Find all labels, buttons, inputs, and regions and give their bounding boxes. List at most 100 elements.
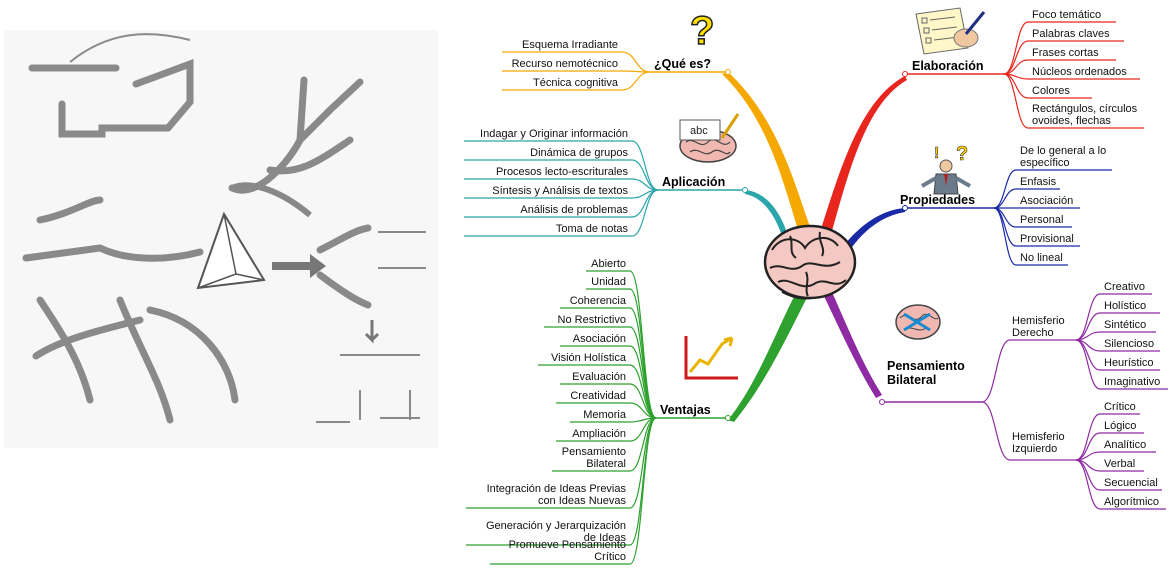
brain-arrows-icon <box>896 305 940 339</box>
que-es-item-esquema-irradiante[interactable]: Esquema Irradiante <box>502 39 622 52</box>
hemisferio-item-heuristico[interactable]: Heurístico <box>1100 357 1160 370</box>
hemisferio-item-logico[interactable]: Lógico <box>1100 420 1144 433</box>
propiedades-item-asociacion[interactable]: Asociación <box>1016 195 1080 208</box>
brain-writing-icon: abc <box>680 114 738 162</box>
svg-text:Abierto: Abierto <box>591 258 626 270</box>
ventajas-item-creatividad[interactable]: Creatividad <box>556 390 630 403</box>
svg-text:Algorítmico: Algorítmico <box>1104 496 1159 508</box>
branch-title-ventajas: Ventajas <box>660 403 711 417</box>
elaboracion-item-palabras-claves[interactable]: Palabras claves <box>1028 28 1124 41</box>
svg-text:Técnica cognitiva: Técnica cognitiva <box>533 77 619 89</box>
svg-text:Recurso nemotécnico: Recurso nemotécnico <box>512 58 618 70</box>
aplicacion-item-analisis-de-problemas[interactable]: Análisis de problemas <box>464 204 632 217</box>
aplicacion-item-toma-de-notas[interactable]: Toma de notas <box>464 223 632 236</box>
svg-text:Verbal: Verbal <box>1104 458 1135 470</box>
elaboracion-item-nucleos-ordenados[interactable]: Núcleos ordenados <box>1028 66 1140 79</box>
svg-text:HemisferioDerecho: HemisferioDerecho <box>1012 315 1065 339</box>
branch-title-aplicacion: Aplicación <box>662 175 725 189</box>
svg-text:Provisional: Provisional <box>1020 233 1074 245</box>
hemisferio-item-verbal[interactable]: Verbal <box>1100 458 1144 471</box>
ventajas-item-no-restrictivo[interactable]: No Restrictivo <box>544 314 630 327</box>
aplicacion-item-sintesis-y-analisis-de-textos[interactable]: Síntesis y Análisis de textos <box>464 185 632 198</box>
icon-abc-text: abc <box>690 125 708 137</box>
propiedades-item-no-lineal[interactable]: No lineal <box>1016 252 1068 265</box>
ventajas-item-evaluacion[interactable]: Evaluación <box>560 371 630 384</box>
svg-text:?: ? <box>690 9 714 53</box>
checklist-writing-icon <box>916 8 984 54</box>
svg-text:Esquema Irradiante: Esquema Irradiante <box>522 39 618 51</box>
svg-text:Ampliación: Ampliación <box>572 428 626 440</box>
hemisferio-item-holistico[interactable]: Holístico <box>1100 300 1160 313</box>
svg-text:Holístico: Holístico <box>1104 300 1146 312</box>
hemisferio-item-analitico[interactable]: Analítico <box>1100 439 1156 452</box>
hemisferio-item-algoritmico[interactable]: Algorítmico <box>1100 496 1166 509</box>
svg-text:Evaluación: Evaluación <box>572 371 626 383</box>
svg-text:Silencioso: Silencioso <box>1104 338 1154 350</box>
svg-text:!: ! <box>934 145 939 162</box>
elaboracion-item-colores[interactable]: Colores <box>1028 85 1092 98</box>
svg-text:Crítico: Crítico <box>1104 401 1136 413</box>
aplicacion-item-indagar-y-originar-informacion[interactable]: Indagar y Originar información <box>464 128 632 141</box>
ventajas-item-coherencia[interactable]: Coherencia <box>560 295 630 308</box>
ventajas-item-memoria[interactable]: Memoria <box>570 409 630 422</box>
svg-text:Coherencia: Coherencia <box>570 295 627 307</box>
hemisferio-item-creativo[interactable]: Creativo <box>1100 281 1152 294</box>
aplicacion-item-dinamica-de-grupos[interactable]: Dinámica de grupos <box>464 147 632 160</box>
ventajas-item-abierto[interactable]: Abierto <box>586 258 630 271</box>
svg-text:Frases cortas: Frases cortas <box>1032 47 1099 59</box>
svg-text:Asociación: Asociación <box>1020 195 1073 207</box>
svg-text:Sintético: Sintético <box>1104 319 1146 331</box>
svg-text:Creativo: Creativo <box>1104 281 1145 293</box>
propiedades-item-provisional[interactable]: Provisional <box>1016 233 1080 246</box>
svg-text:Enfasis: Enfasis <box>1020 176 1057 188</box>
confused-person-icon: ! ? <box>922 143 970 194</box>
ventajas-item-asociacion[interactable]: Asociación <box>560 333 630 346</box>
svg-text:Núcleos ordenados: Núcleos ordenados <box>1032 66 1127 78</box>
svg-text:Promueve PensamientoCrítico: Promueve PensamientoCrítico <box>509 539 626 563</box>
ventajas-item-vision-holistica[interactable]: Visión Holística <box>538 352 630 365</box>
svg-text:Análisis de problemas: Análisis de problemas <box>520 204 628 216</box>
hemisferio-item-sintetico[interactable]: Sintético <box>1100 319 1156 332</box>
propiedades-item-personal[interactable]: Personal <box>1016 214 1072 227</box>
hemisferio-item-imaginativo[interactable]: Imaginativo <box>1100 376 1168 389</box>
que-es-item-tecnica-cognitiva[interactable]: Técnica cognitiva <box>502 77 622 90</box>
ventajas-item-ampliacion[interactable]: Ampliación <box>556 428 630 441</box>
elaboracion-item-foco-tematico[interactable]: Foco temático <box>1028 9 1116 22</box>
svg-text:Palabras claves: Palabras claves <box>1032 28 1110 40</box>
svg-text:Personal: Personal <box>1020 214 1063 226</box>
svg-text:Dinámica de grupos: Dinámica de grupos <box>530 147 628 159</box>
question-mark-icon: ? <box>690 9 714 53</box>
propiedades-item-enfasis[interactable]: Enfasis <box>1016 176 1060 189</box>
svg-text:Procesos lecto-escriturales: Procesos lecto-escriturales <box>496 166 629 178</box>
svg-text:Imaginativo: Imaginativo <box>1104 376 1160 388</box>
hemisferio-item-critico[interactable]: Crítico <box>1100 401 1140 414</box>
que-es-item-recurso-nemotecnico[interactable]: Recurso nemotécnico <box>502 58 622 71</box>
svg-text:Indagar y Originar información: Indagar y Originar información <box>480 128 628 140</box>
svg-text:Heurístico: Heurístico <box>1104 357 1154 369</box>
svg-text:No lineal: No lineal <box>1020 252 1063 264</box>
svg-text:Asociación: Asociación <box>573 333 626 345</box>
svg-text:Rectángulos, círculosovoides,: Rectángulos, círculosovoides, flechas <box>1032 103 1138 127</box>
hemisferio-item-secuencial[interactable]: Secuencial <box>1100 477 1162 490</box>
svg-text:Analítico: Analítico <box>1104 439 1146 451</box>
svg-text:Unidad: Unidad <box>591 276 626 288</box>
aplicacion-item-procesos-lecto-escriturales[interactable]: Procesos lecto-escriturales <box>464 166 632 179</box>
ventajas-item-unidad[interactable]: Unidad <box>586 276 630 289</box>
radiant-sketch-image <box>4 30 438 448</box>
elaboracion-item-frases-cortas[interactable]: Frases cortas <box>1028 47 1116 60</box>
svg-text:Foco temático: Foco temático <box>1032 9 1101 21</box>
hemisferio-item-silencioso[interactable]: Silencioso <box>1100 338 1160 351</box>
svg-text:Síntesis y Análisis de textos: Síntesis y Análisis de textos <box>492 185 628 197</box>
